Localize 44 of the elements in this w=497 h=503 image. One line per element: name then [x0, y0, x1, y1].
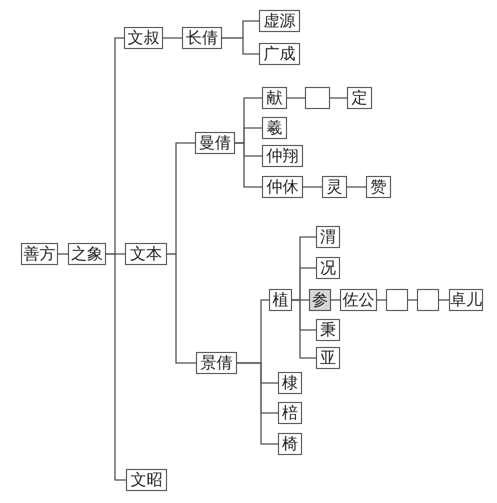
- connector-line: [58, 253, 68, 255]
- name-box: 渭: [316, 226, 340, 248]
- name-box: 仲休: [262, 176, 303, 198]
- name-box: 秉: [316, 319, 340, 341]
- connector-line: [222, 37, 259, 55]
- name-box: 况: [316, 257, 340, 279]
- name-box: 椅: [278, 433, 302, 455]
- connector-line: [163, 37, 182, 39]
- name-box: 羲: [262, 117, 287, 139]
- connector-line: [167, 253, 196, 364]
- name-box: 仲翔: [262, 145, 303, 167]
- name-box: 景倩: [196, 352, 237, 374]
- name-box: 长倩: [182, 27, 222, 49]
- name-box: 文叔: [124, 27, 163, 49]
- name-box: 植: [269, 289, 292, 311]
- name-box: 亚: [316, 347, 340, 369]
- name-box: 虚源: [259, 10, 300, 32]
- name-box: 佐公: [340, 289, 377, 311]
- connector-line: [347, 186, 366, 188]
- name-box: 参: [309, 289, 331, 311]
- name-box: 赞: [366, 176, 391, 198]
- name-box: 文昭: [126, 469, 167, 491]
- connector-line: [287, 97, 305, 99]
- connector-line: [235, 142, 262, 188]
- name-box: 善方: [21, 243, 58, 265]
- name-box: 之象: [68, 243, 106, 265]
- name-box: 定: [347, 87, 372, 109]
- empty-box: [305, 87, 330, 109]
- name-box: 广成: [259, 43, 300, 65]
- name-box: 棣: [278, 372, 302, 394]
- name-box: 曼倩: [195, 132, 235, 154]
- connector-line: [106, 253, 126, 481]
- name-box: 棓: [278, 402, 302, 424]
- name-box: 卓儿: [449, 289, 483, 311]
- name-box: 灵: [322, 176, 347, 198]
- connector-line: [439, 299, 449, 301]
- connector-line: [303, 186, 322, 188]
- empty-box: [417, 289, 439, 311]
- empty-box: [386, 289, 408, 311]
- name-box: 献: [262, 87, 287, 109]
- connector-line: [292, 299, 316, 359]
- connector-line: [330, 97, 347, 99]
- name-box: 文本: [125, 243, 167, 265]
- connector-line: [237, 362, 278, 445]
